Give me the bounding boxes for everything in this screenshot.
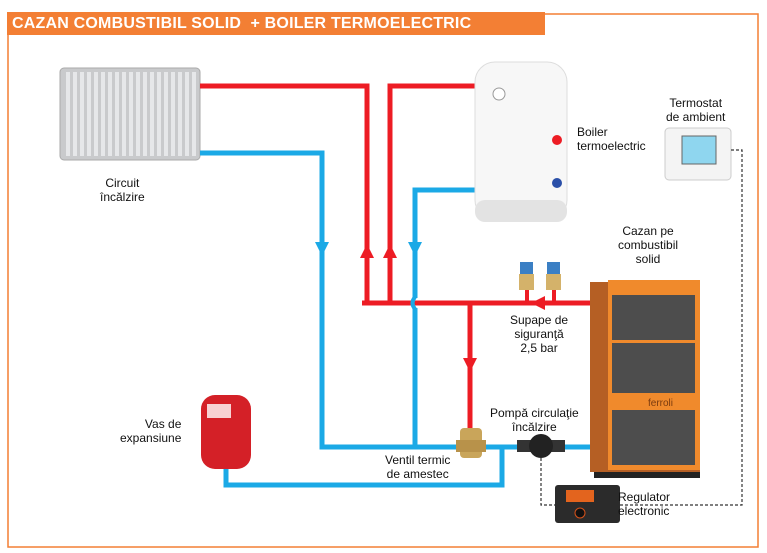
safety-valves xyxy=(519,262,561,290)
radiator xyxy=(59,67,201,161)
radiator-fin xyxy=(129,72,133,156)
cold-pipe-expansion xyxy=(223,447,505,488)
label-thermostat: Termostat de ambient xyxy=(666,96,726,124)
radiator-fin xyxy=(143,72,147,156)
arrow-left-icon xyxy=(531,296,545,310)
hot-flow-arrows xyxy=(360,244,545,372)
radiator-fin xyxy=(101,72,105,156)
radiator-fin xyxy=(80,72,84,156)
radiator-fin xyxy=(122,72,126,156)
cold-flow-arrows xyxy=(315,242,422,256)
radiator-fin xyxy=(115,72,119,156)
radiator-fin xyxy=(73,72,77,156)
page-title: CAZAN COMBUSTIBIL SOLID + BOILER TERMOEL… xyxy=(7,12,545,35)
radiator-fin xyxy=(108,72,112,156)
arrow-down-icon xyxy=(408,242,422,256)
radiator-fin xyxy=(87,72,91,156)
brand-logo: ferroli xyxy=(648,398,673,409)
hot-pipe-boiler xyxy=(387,83,485,303)
label-mixing-valve: Ventil termic de amestec xyxy=(385,453,451,481)
electric-boiler xyxy=(474,61,568,222)
radiator-fin xyxy=(157,72,161,156)
radiator-fin xyxy=(164,72,168,156)
electronic-regulator xyxy=(555,485,620,523)
radiator-fin xyxy=(150,72,154,156)
arrow-up-icon xyxy=(383,244,397,258)
label-heating-circuit: Circuit încălzire xyxy=(100,176,145,204)
cold-pipe-boiler-return xyxy=(412,187,490,447)
label-electric-boiler: Boiler termoelectric xyxy=(577,125,646,153)
label-expansion-vessel: Vas de expansiune xyxy=(120,417,182,445)
thermostat xyxy=(664,127,732,181)
label-pump: Pompă circulaţie încălzire xyxy=(490,406,579,434)
radiator-fin xyxy=(178,72,182,156)
radiator-fin xyxy=(94,72,98,156)
arrow-up-icon xyxy=(360,244,374,258)
label-regulator: Regulator electronic xyxy=(618,490,671,518)
solid-fuel-boiler: ferroli xyxy=(590,280,700,478)
label-safety-valves: Supape de siguranţă 2,5 bar xyxy=(510,313,569,355)
arrow-down-icon xyxy=(315,242,329,256)
radiator-fin xyxy=(66,72,70,156)
label-solid-fuel-boiler: Cazan pe combustibil solid xyxy=(618,224,679,266)
control-wiring xyxy=(540,149,743,506)
frame xyxy=(7,13,759,548)
mixing-valve xyxy=(456,428,486,458)
radiator-fin xyxy=(192,72,196,156)
radiator-fin xyxy=(185,72,189,156)
expansion-vessel xyxy=(201,395,251,469)
circulation-pump xyxy=(517,434,565,458)
hot-pipe-valves xyxy=(525,290,556,303)
radiator-fin xyxy=(136,72,140,156)
arrow-down-icon xyxy=(463,358,477,372)
hot-pipe-radiator xyxy=(200,83,370,303)
radiator-fin xyxy=(171,72,175,156)
